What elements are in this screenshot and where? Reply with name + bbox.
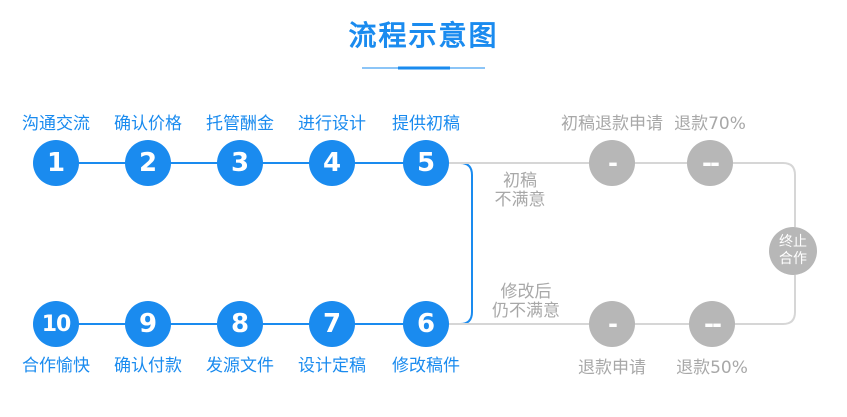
step-label: 进行设计 xyxy=(298,114,366,134)
step-label: 合作愉快 xyxy=(22,356,90,376)
step-circle-8: 8 xyxy=(217,301,263,347)
step-circle-1: 1 xyxy=(33,140,79,186)
step-label: 确认付款 xyxy=(114,356,182,376)
refund-node-request: - xyxy=(589,301,635,347)
step-circle-9: 9 xyxy=(125,301,171,347)
step-label: 托管酬金 xyxy=(206,114,274,134)
note-top: 初稿 不满意 xyxy=(470,172,570,210)
step-circle-3: 3 xyxy=(217,140,263,186)
step-circle-10: 10 xyxy=(33,301,79,347)
step-circle-5: 5 xyxy=(403,140,449,186)
step-label: 修改稿件 xyxy=(392,356,460,376)
branch-label: 退款70% xyxy=(674,114,746,134)
refund-node-70: -- xyxy=(687,140,733,186)
refund-node-initial: - xyxy=(589,140,635,186)
end-node-line: 合作 xyxy=(779,251,807,267)
branch-label: 退款50% xyxy=(676,358,748,378)
end-node: 终止 合作 xyxy=(769,227,817,275)
page-title: 流程示意图 xyxy=(348,19,499,52)
step-circle-6: 6 xyxy=(403,301,449,347)
branch-label: 初稿退款申请 xyxy=(561,114,663,134)
step-circle-2: 2 xyxy=(125,140,171,186)
refund-node-50: -- xyxy=(689,301,735,347)
connector-top-to-end xyxy=(710,162,796,227)
step-circle-7: 7 xyxy=(309,301,355,347)
note-line: 不满意 xyxy=(494,190,546,210)
note-bottom: 修改后 仍不满意 xyxy=(476,283,576,321)
note-line: 修改后 xyxy=(500,282,552,302)
step-label: 设计定稿 xyxy=(298,356,366,376)
step-circle-4: 4 xyxy=(309,140,355,186)
step-label: 沟通交流 xyxy=(22,114,90,134)
connector-bottom-to-end xyxy=(712,275,796,325)
end-node-line: 终止 xyxy=(779,234,807,250)
step-label: 提供初稿 xyxy=(392,114,460,134)
connector-5-6 xyxy=(426,162,473,325)
step-label: 发源文件 xyxy=(206,356,274,376)
note-line: 仍不满意 xyxy=(492,301,560,321)
branch-label: 退款申请 xyxy=(578,358,646,378)
step-label: 确认价格 xyxy=(114,114,182,134)
note-line: 初稿 xyxy=(503,171,537,191)
